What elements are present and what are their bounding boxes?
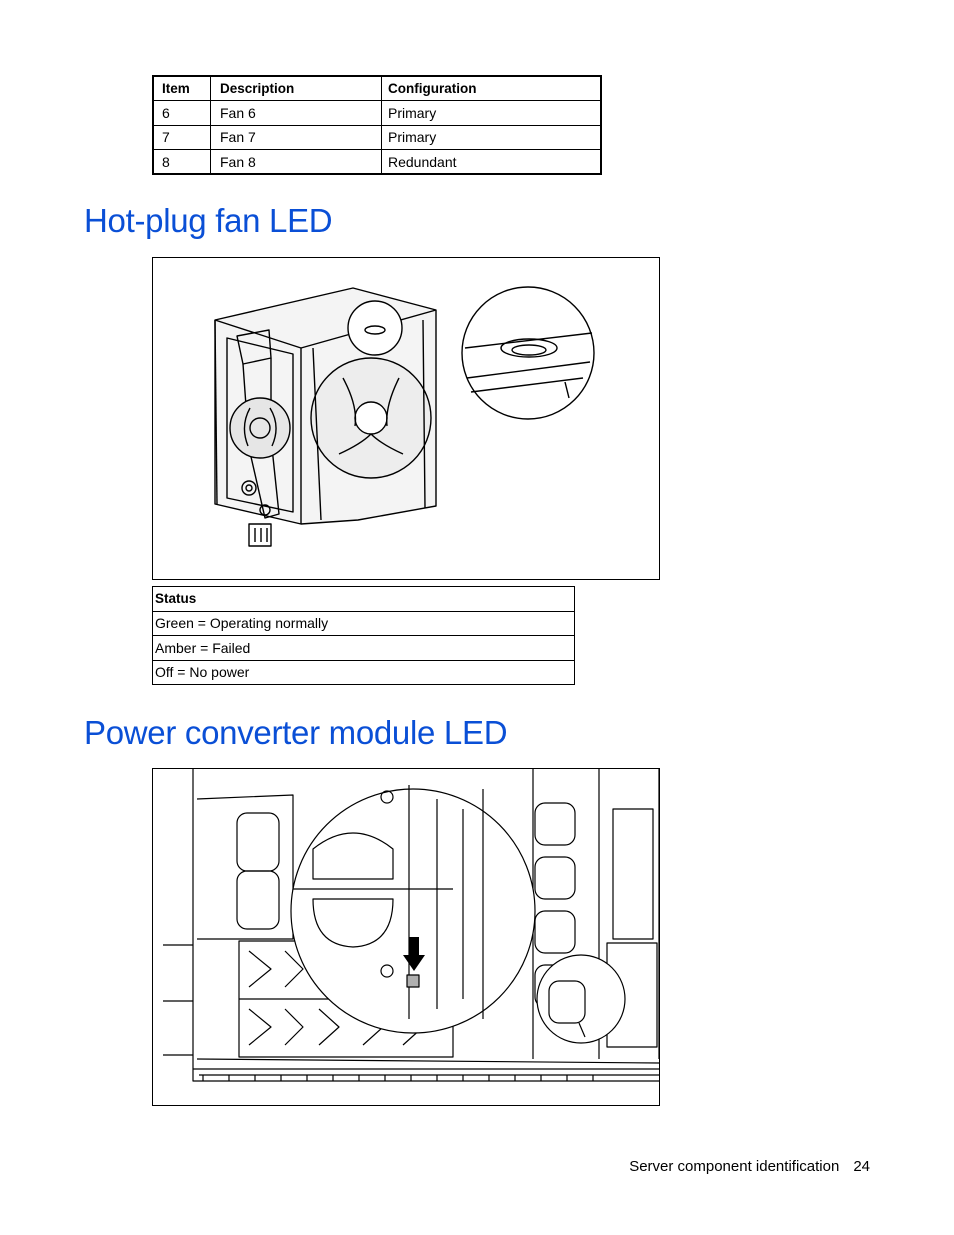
table-row: 6 Fan 6 Primary	[152, 100, 602, 126]
page-footer: Server component identification 24	[629, 1158, 870, 1175]
table-row: 8 Fan 8 Redundant	[152, 149, 602, 175]
table-cell: Green = Operating normally	[152, 610, 575, 636]
power-converter-illustration	[163, 769, 659, 1082]
table-cell: 7	[152, 124, 211, 150]
table-cell: Primary	[381, 100, 602, 126]
table-cell: Amber = Failed	[152, 635, 575, 661]
hot-plug-fan-figure	[152, 257, 660, 580]
table-cell: Redundant	[381, 149, 602, 175]
table-header-row: Status	[152, 586, 575, 612]
column-header-item: Item	[152, 75, 211, 101]
column-header-description: Description	[210, 75, 382, 101]
table-cell: Fan 8	[210, 149, 382, 175]
table-cell: Fan 6	[210, 100, 382, 126]
table-cell: Fan 7	[210, 124, 382, 150]
page-number: 24	[853, 1158, 870, 1175]
table-cell: Off = No power	[152, 659, 575, 685]
fan-illustration	[214, 286, 595, 547]
table-row: Off = No power	[152, 659, 575, 685]
table-cell: 6	[152, 100, 211, 126]
table-cell: Primary	[381, 124, 602, 150]
table-header-row: Item Description Configuration	[152, 75, 602, 101]
table-row: Green = Operating normally	[152, 610, 575, 636]
column-header-status: Status	[152, 586, 575, 612]
column-header-configuration: Configuration	[381, 75, 602, 101]
fan-config-table: Item Description Configuration 6 Fan 6 P…	[152, 75, 602, 175]
section-heading-power-converter-module-led: Power converter module LED	[84, 714, 508, 751]
footer-section-title: Server component identification	[629, 1158, 840, 1175]
status-table: Status Green = Operating normally Amber …	[152, 586, 575, 685]
table-row: Amber = Failed	[152, 635, 575, 661]
table-cell: 8	[152, 149, 211, 175]
section-heading-hot-plug-fan-led: Hot-plug fan LED	[84, 202, 333, 239]
power-converter-figure	[152, 768, 660, 1106]
table-row: 7 Fan 7 Primary	[152, 124, 602, 150]
